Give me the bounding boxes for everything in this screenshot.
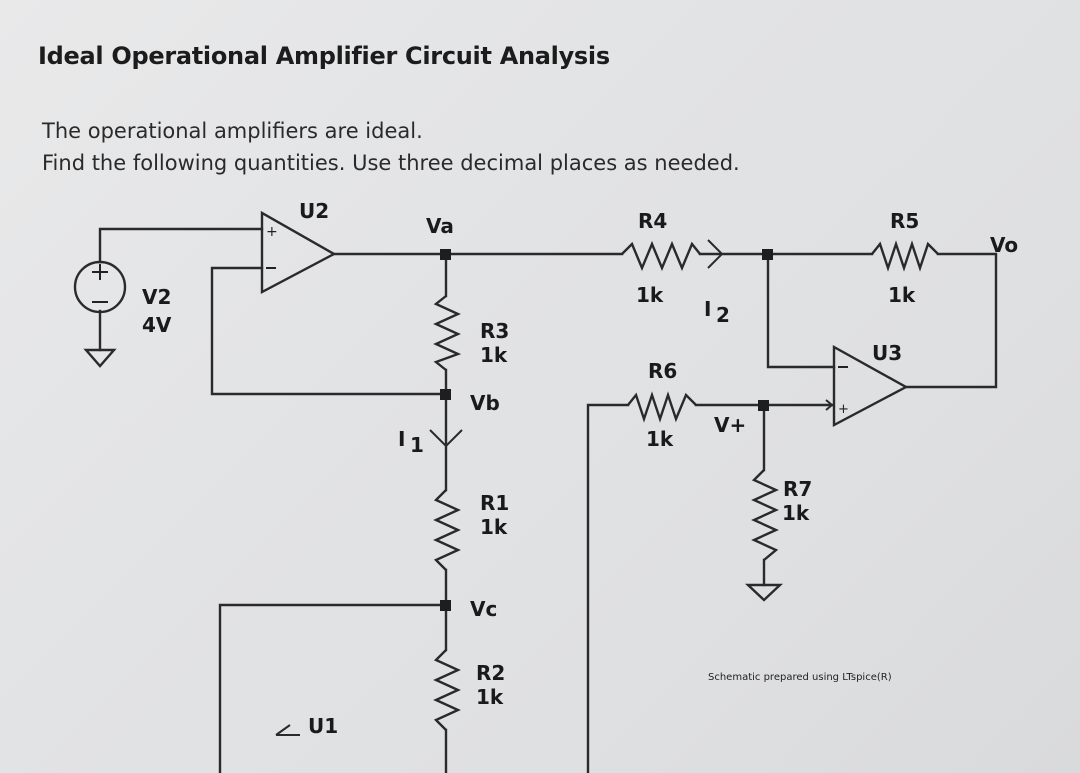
intro-line-2: Find the following quantities. Use three… <box>42 151 740 175</box>
label-r1-value: 1k <box>480 515 508 539</box>
label-v2-value: 4V <box>142 313 172 337</box>
label-vc: Vc <box>470 597 497 621</box>
node-vb <box>440 389 451 400</box>
label-u2: U2 <box>299 199 329 223</box>
label-r7-value: 1k <box>782 501 810 525</box>
label-v2-name: V2 <box>142 285 171 309</box>
u1-pointer <box>275 724 300 736</box>
current-arrow-i2 <box>707 239 724 269</box>
label-r6-value: 1k <box>646 427 674 451</box>
opamp-u2: + <box>260 210 337 294</box>
resistor-r5 <box>871 240 939 272</box>
wires <box>98 227 998 773</box>
intro-line-1: The operational amplifiers are ideal. <box>42 119 423 143</box>
label-vo: Vo <box>990 233 1018 257</box>
label-r2-value: 1k <box>476 685 504 709</box>
node-vplus <box>758 400 769 411</box>
node-va <box>440 249 451 260</box>
label-va: Va <box>426 214 454 238</box>
resistor-r2 <box>433 649 461 731</box>
ground-symbol <box>744 583 784 602</box>
label-r1-name: R1 <box>480 491 509 515</box>
label-r3-value: 1k <box>480 343 508 367</box>
label-r3-name: R3 <box>480 319 509 343</box>
ground-symbol <box>83 348 117 368</box>
label-vplus: V+ <box>714 413 746 437</box>
label-i2: I <box>704 297 711 321</box>
label-vb: Vb <box>470 391 500 415</box>
label-r2-name: R2 <box>476 661 505 685</box>
label-r5-name: R5 <box>890 209 919 233</box>
label-i1: I <box>398 427 405 451</box>
current-arrow-i1 <box>429 429 463 448</box>
resistor-r7 <box>751 469 779 561</box>
label-r4-value: 1k <box>636 283 664 307</box>
label-r6-name: R6 <box>648 359 677 383</box>
label-i1-subscript: 1 <box>410 433 424 457</box>
resistor-r1 <box>433 489 461 571</box>
label-r4-name: R4 <box>638 209 667 233</box>
opamp-u3: + <box>818 344 909 427</box>
resistor-r6 <box>627 391 697 423</box>
page-title: Ideal Operational Amplifier Circuit Anal… <box>38 42 610 70</box>
node-vc <box>440 600 451 611</box>
resistor-r3 <box>433 295 462 371</box>
resistor-r4 <box>621 240 701 272</box>
label-r5-value: 1k <box>888 283 916 307</box>
label-i2-subscript: 2 <box>716 303 730 327</box>
svg-text:+: + <box>266 224 278 240</box>
label-u1: U1 <box>308 714 338 738</box>
node-junction <box>762 249 773 260</box>
schematic-footer-note: Schematic prepared using LTspice(R) <box>708 672 892 683</box>
label-r7-name: R7 <box>783 477 812 501</box>
svg-text:+: + <box>838 402 849 417</box>
label-u3: U3 <box>872 341 902 365</box>
voltage-source-v2 <box>73 260 127 314</box>
